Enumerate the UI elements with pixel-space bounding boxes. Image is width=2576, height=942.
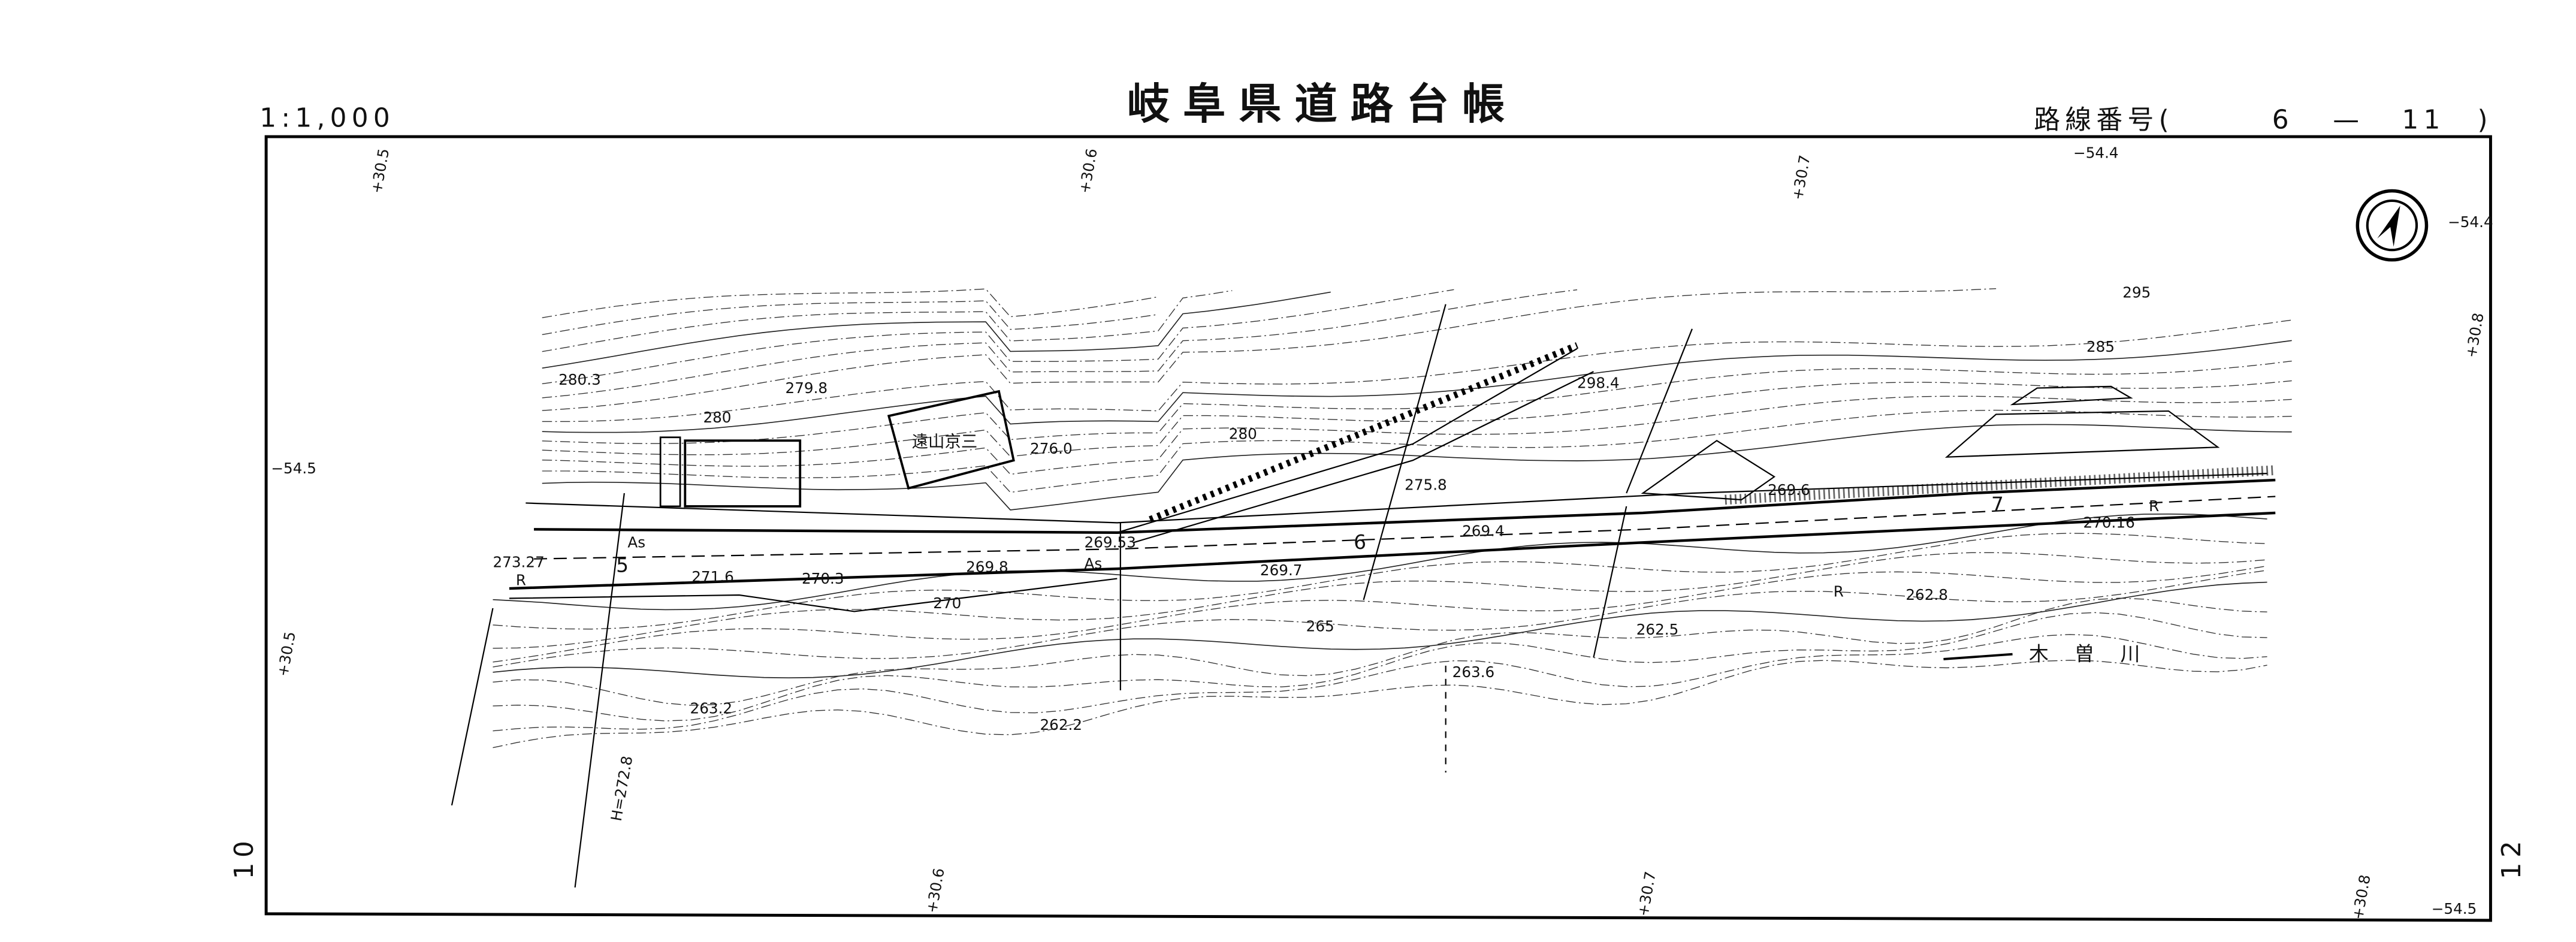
grid-label: +30.7 <box>1634 870 1659 917</box>
grid-label: −54.4 <box>2448 213 2493 231</box>
grid-label: −54.5 <box>2432 900 2477 917</box>
contour-line <box>542 319 2292 422</box>
buildings: 遠山京三 <box>659 385 2220 508</box>
contour-line <box>542 409 2292 493</box>
pavement-mark: As <box>1085 555 1103 572</box>
building <box>1641 439 1776 501</box>
route-number-close: ) <box>2477 104 2492 135</box>
grid-label: +30.6 <box>1076 147 1101 195</box>
grid-label: +30.6 <box>923 866 948 914</box>
contour-line <box>542 291 1331 369</box>
rail-mark: R <box>516 572 526 589</box>
elevation-label: 270.16 <box>2083 514 2134 532</box>
building-label: 遠山京三 <box>912 433 978 451</box>
contour-line <box>493 660 2267 748</box>
elevation-label: 275.8 <box>1405 476 1447 494</box>
elevation-label: 265 <box>1306 617 1334 635</box>
route-number-minor: 11 <box>2402 104 2445 135</box>
contour-line <box>542 289 1578 398</box>
sheet-left-number: 10 <box>229 836 259 879</box>
rail-mark: R <box>1834 583 1844 600</box>
elevation-label: 263.6 <box>1452 663 1495 681</box>
route-number-dash: — <box>2333 104 2364 135</box>
elevation-labels: 280.3 279.8 280 276.0 280 275.8 298.4 295 285 269… <box>493 284 2151 823</box>
contour-line <box>493 533 2267 630</box>
road-marks: As As R R R 5 6 7 <box>516 493 2159 600</box>
grid-label: +30.5 <box>367 147 392 195</box>
elevation-label: 285 <box>2086 338 2115 355</box>
river-label: 木 曽 川 <box>1943 642 2150 666</box>
elevation-label: 280.3 <box>558 371 601 388</box>
contour-line <box>542 300 1159 336</box>
elevation-label: 270 <box>933 594 961 612</box>
elevation-label: 295 <box>2122 284 2151 301</box>
elevation-label: 273.27 <box>493 553 545 570</box>
north-arrow-icon <box>2355 189 2429 262</box>
grid-label: −54.5 <box>271 460 316 477</box>
route-number-label: 路線番号( <box>2034 104 2174 135</box>
elevation-label: 269.53 <box>1085 533 1136 551</box>
grid-label: +30.8 <box>2462 312 2487 359</box>
elevation-label: 271.6 <box>691 568 734 585</box>
contour-line <box>493 565 2267 663</box>
elevation-label: 262.5 <box>1636 621 1679 638</box>
elevation-label: 269.6 <box>1768 481 1810 499</box>
contour-line <box>542 289 1454 385</box>
contour-line <box>493 634 2267 732</box>
scale-label: 1:1,000 <box>259 103 395 134</box>
contour-line <box>493 552 2267 649</box>
contour-line <box>542 288 1159 318</box>
elevation-label: 262.2 <box>1040 716 1083 733</box>
contour-line <box>542 380 2292 457</box>
elevation-label: 269.8 <box>966 558 1008 576</box>
building <box>2010 385 2133 406</box>
elevation-label: 262.8 <box>1905 586 1948 603</box>
contour-line <box>493 612 2267 721</box>
contour-line <box>493 569 2267 668</box>
elevation-label: 269.7 <box>1260 561 1303 579</box>
elevation-label: 280 <box>1229 425 1257 443</box>
building <box>684 439 802 508</box>
sheet-right-number: 12 <box>2496 836 2527 879</box>
rail-mark: R <box>2149 497 2159 515</box>
elevation-label: 263.2 <box>690 699 733 717</box>
elevation-label: 279.8 <box>786 379 828 397</box>
contour-line <box>542 290 1233 352</box>
river-name: 木 曽 川 <box>2029 642 2150 666</box>
elevation-label: 280 <box>703 409 731 426</box>
pavement-mark: As <box>627 533 645 551</box>
contour-line <box>542 395 2292 475</box>
contour-line <box>542 360 2292 444</box>
contour-line <box>493 514 2267 611</box>
contour-line <box>542 288 1997 411</box>
grid-label: +30.7 <box>1789 154 1814 201</box>
grid-label: −54.4 <box>2073 144 2119 162</box>
km-post: 5 <box>616 554 629 577</box>
contour-line <box>542 340 2292 433</box>
road <box>451 304 2276 888</box>
elevation-label: 270.3 <box>802 570 844 587</box>
building <box>659 436 681 508</box>
map-frame <box>264 135 2492 922</box>
grid-labels: +30.5 +30.6 +30.7 +30.8 −54.4 −54.4 −54.… <box>271 144 2493 921</box>
grid-label: +30.8 <box>2349 873 2374 920</box>
contour-lines <box>493 288 2292 748</box>
contour-line <box>542 424 2292 511</box>
route-number-major: 6 <box>2272 104 2294 135</box>
km-post: 6 <box>1354 530 1366 554</box>
elevation-label: 269.4 <box>1462 522 1505 539</box>
map-title: 岐阜県道路台帳 <box>1127 79 1518 129</box>
km-post: 7 <box>1991 493 2004 516</box>
grid-label: +30.5 <box>274 630 299 678</box>
contour-line <box>493 597 2267 706</box>
building <box>1944 410 2220 458</box>
elevation-label: 298.4 <box>1577 375 1620 392</box>
elevation-label: 276.0 <box>1030 440 1073 457</box>
building-toyama-kyozo <box>887 390 1015 490</box>
contour-line <box>493 581 2267 679</box>
elevation-label: H=272.8 <box>608 754 636 822</box>
